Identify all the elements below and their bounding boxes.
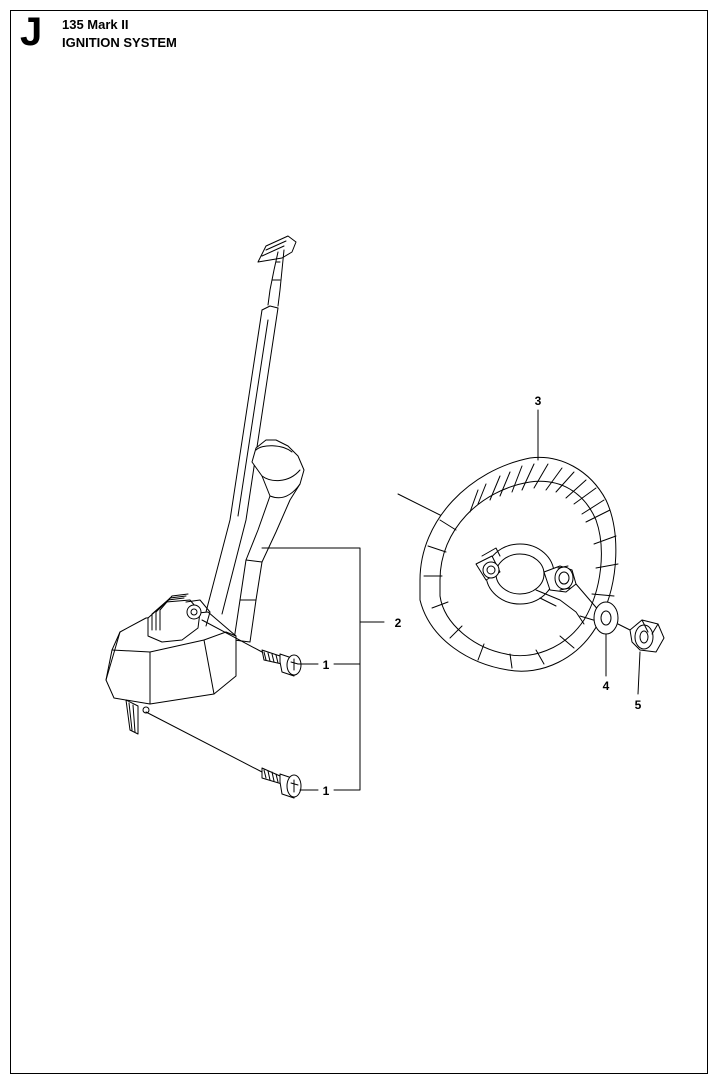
section-letter: J: [20, 10, 43, 54]
washer[interactable]: [575, 583, 619, 635]
callout-1-bottom: 1: [323, 784, 330, 798]
model-title: 135 Mark II: [62, 17, 129, 32]
screw-bottom[interactable]: [145, 711, 302, 799]
ignition-module[interactable]: [105, 235, 305, 735]
nut[interactable]: [617, 619, 665, 653]
callout-5: 5: [635, 698, 642, 712]
callout-leaders: [261, 409, 641, 791]
callout-3: 3: [535, 394, 542, 408]
callout-2: 2: [395, 616, 402, 630]
callout-4: 4: [603, 679, 610, 693]
section-title: IGNITION SYSTEM: [62, 35, 177, 50]
flywheel[interactable]: [397, 456, 619, 672]
callout-1-top: 1: [323, 658, 330, 672]
page-border: [10, 10, 708, 1074]
screw-top[interactable]: [201, 619, 302, 677]
